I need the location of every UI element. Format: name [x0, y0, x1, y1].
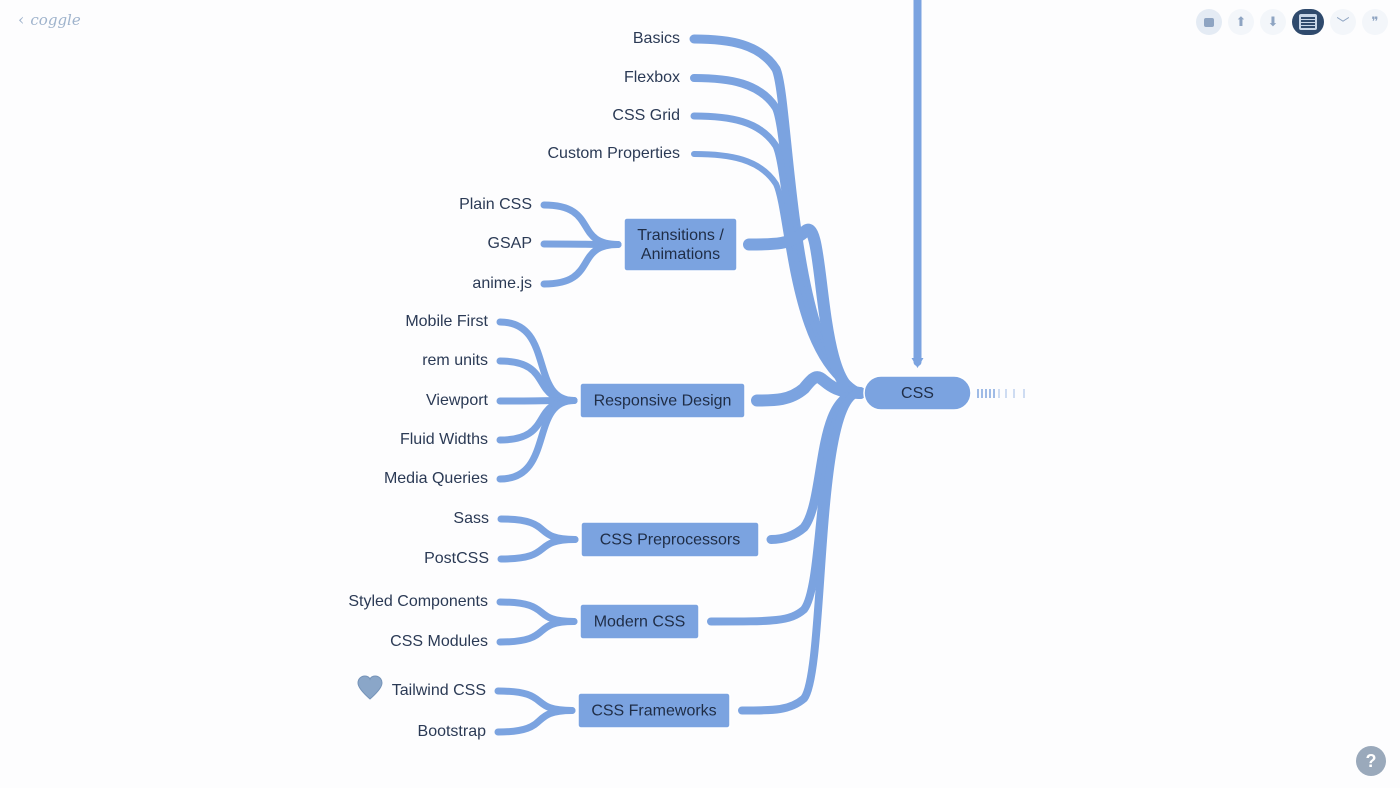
logo-text: coggle: [30, 10, 81, 29]
document-icon[interactable]: [1292, 9, 1324, 35]
leaf-gsap[interactable]: GSAP: [488, 235, 532, 252]
leaf-custom-properties[interactable]: Custom Properties: [548, 145, 681, 162]
leaf-flexbox[interactable]: Flexbox: [624, 69, 680, 86]
branch-line-css-preprocessors: [766, 388, 865, 544]
share-icon[interactable]: ⬆: [1228, 9, 1254, 35]
branch-line-css-modules: [496, 618, 578, 646]
collapsed-branch-marks[interactable]: [977, 389, 1025, 398]
leaf-sass[interactable]: Sass: [453, 510, 489, 527]
branch-lines: [494, 0, 1025, 736]
leaf-bootstrap[interactable]: Bootstrap: [418, 723, 487, 740]
node-label-transitions-animations: Animations: [641, 246, 720, 263]
download-icon[interactable]: ⬇: [1260, 9, 1286, 35]
branch-line-responsive-design: [751, 371, 866, 407]
node-label-responsive-design: Responsive Design: [594, 393, 732, 410]
node-modern-css[interactable]: [579, 603, 700, 640]
root-node[interactable]: [863, 375, 972, 411]
branch-line-anime-js: [540, 241, 622, 288]
node-label-transitions-animations: Transitions /: [637, 227, 724, 244]
branch-line-postcss: [497, 536, 579, 563]
node-label-css-preprocessors: CSS Preprocessors: [600, 532, 741, 549]
leaf-css-grid[interactable]: CSS Grid: [612, 107, 680, 124]
back-chevron-icon[interactable]: ‹: [18, 10, 25, 29]
root-node-label: CSS: [901, 385, 934, 402]
comment-quote-icon[interactable]: ❞: [1362, 9, 1388, 35]
node-label-css-frameworks: CSS Frameworks: [591, 703, 716, 720]
heart-icon: [357, 675, 383, 700]
leaf-media-queries[interactable]: Media Queries: [384, 470, 488, 487]
branch-line-media-queries: [496, 397, 578, 483]
leaf-postcss[interactable]: PostCSS: [424, 550, 489, 567]
leaf-rem-units[interactable]: rem units: [422, 352, 488, 369]
leaf-tailwind-css[interactable]: Tailwind CSS: [392, 682, 486, 699]
help-button[interactable]: ?: [1356, 746, 1386, 776]
node-label-modern-css: Modern CSS: [594, 614, 686, 631]
leaf-anime-js[interactable]: anime.js: [472, 275, 532, 292]
branch-line-bootstrap: [494, 707, 576, 736]
leaf-fluid-widths[interactable]: Fluid Widths: [400, 431, 488, 448]
branch-line-custom-properties: [691, 151, 863, 396]
node-css-preprocessors[interactable]: [580, 521, 760, 558]
node-responsive-design[interactable]: [579, 382, 746, 419]
toolbar: ⬆ ⬇ ﹀ ❞: [1196, 9, 1388, 35]
leaf-css-modules[interactable]: CSS Modules: [390, 633, 488, 650]
node-css-frameworks[interactable]: [577, 692, 731, 729]
leaf-viewport[interactable]: Viewport: [426, 392, 489, 409]
leaf-basics[interactable]: Basics: [633, 30, 680, 47]
branch-line-css-frameworks: [738, 389, 864, 715]
branch-line-plain-css: [540, 201, 622, 248]
coggle-logo[interactable]: ‹ coggle: [18, 10, 81, 29]
chevron-down-icon[interactable]: ﹀: [1330, 9, 1356, 35]
branch-line-transitions-animations: [743, 223, 866, 399]
node-transitions-animations[interactable]: [623, 217, 738, 272]
present-icon[interactable]: [1196, 9, 1222, 35]
leaf-mobile-first[interactable]: Mobile First: [405, 313, 488, 330]
root-arrowhead: [911, 358, 924, 368]
leaf-styled-components[interactable]: Styled Components: [348, 593, 488, 610]
leaf-plain-css[interactable]: Plain CSS: [459, 196, 532, 213]
branch-line-sass: [497, 515, 579, 543]
